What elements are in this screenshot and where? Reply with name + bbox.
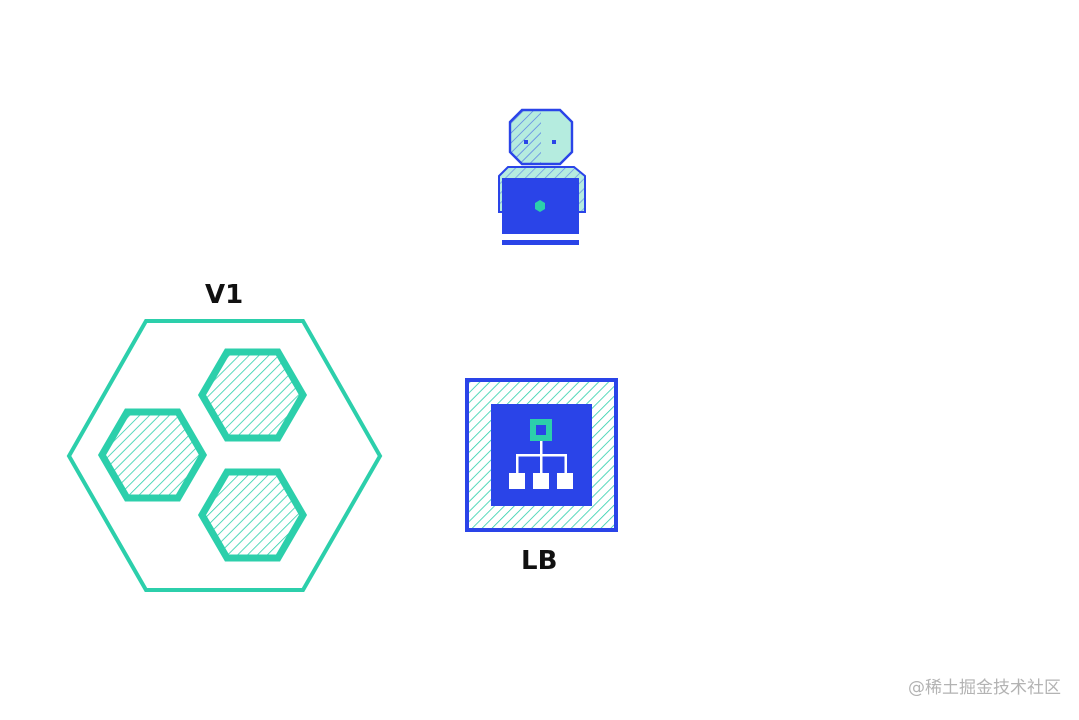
developer-with-laptop-icon [498,108,586,245]
pod-hexagon-icon [197,348,308,442]
load-balancer-icon [465,378,618,532]
pod-hexagon-icon [97,408,208,502]
v1-cluster-label: V1 [205,280,244,310]
v1-cluster-icon [66,319,383,592]
watermark: @稀土掘金技术社区 [908,678,1061,698]
pod-hexagon-icon [197,468,308,562]
load-balancer-label: LB [521,546,558,576]
network-tree-icon [509,419,573,489]
